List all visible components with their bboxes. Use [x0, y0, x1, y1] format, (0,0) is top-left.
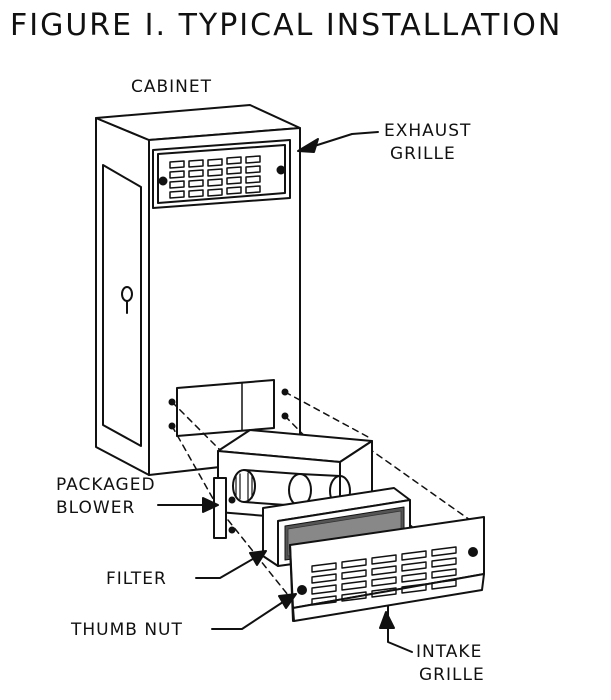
label-packaged-blower-line2: BLOWER — [56, 498, 136, 518]
door-latch-icon — [121, 286, 133, 314]
label-thumb-nut: THUMB NUT — [71, 620, 183, 640]
thumb-nut-icon — [297, 585, 307, 595]
blower-wheel-icon — [232, 469, 351, 508]
exhaust-grille-drawing — [152, 139, 291, 209]
label-exhaust-grille-line2: GRILLE — [390, 144, 456, 164]
cabinet-drawing — [95, 104, 301, 476]
label-exhaust-grille-line1: EXHAUST — [384, 121, 472, 141]
intake-grille-drawing — [289, 516, 485, 622]
label-intake-grille-line2: GRILLE — [419, 665, 485, 685]
figure-title: FIGURE I. TYPICAL INSTALLATION — [10, 8, 563, 43]
label-cabinet: CABINET — [131, 77, 213, 97]
label-intake-grille-line1: INTAKE — [416, 642, 483, 662]
label-packaged-blower-line1: PACKAGED — [56, 475, 156, 495]
leader-lines — [157, 131, 413, 653]
label-filter: FILTER — [106, 569, 167, 589]
